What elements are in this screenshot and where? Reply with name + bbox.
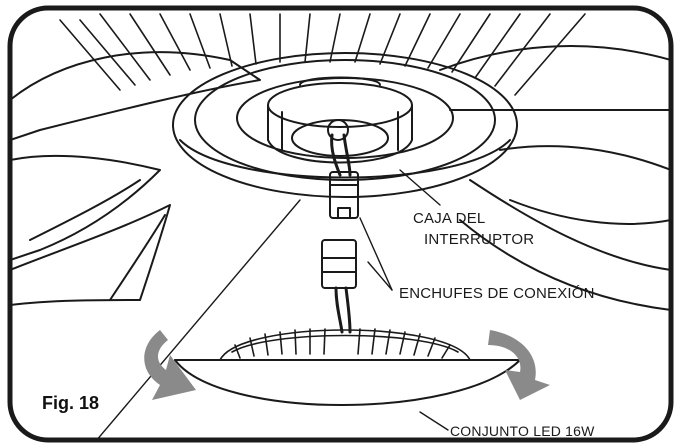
connector-plug-upper	[329, 171, 359, 219]
figure-number: Fig. 18	[42, 393, 100, 413]
rotate-left-arrow-icon	[144, 330, 196, 400]
label-switch-box-line1: CAJA DEL	[413, 210, 486, 227]
callout-leaders	[89, 169, 449, 440]
motor-housing	[172, 52, 518, 198]
fan-blade-top-right	[439, 45, 671, 112]
fan-blade-bottom-right	[459, 179, 671, 311]
led-dome	[174, 359, 521, 406]
label-connectors: ENCHUFES DE CONEXIÓN	[399, 285, 595, 302]
fan-blade-top-left	[10, 51, 261, 141]
label-switch-box-line2: INTERRUPTOR	[424, 231, 535, 248]
fan-blade-left	[10, 154, 161, 261]
connector-plug-lower	[321, 239, 357, 289]
fan-blade-right	[499, 145, 671, 225]
wires-lower	[334, 286, 352, 334]
label-led-assembly: CONJUNTO LED 16W	[450, 423, 595, 439]
led-heatsink	[219, 328, 471, 361]
rotate-right-arrow-icon	[488, 330, 550, 400]
wire-grommet	[327, 119, 349, 141]
fan-blade-bottom-left	[10, 204, 171, 306]
figure-border	[7, 5, 674, 443]
